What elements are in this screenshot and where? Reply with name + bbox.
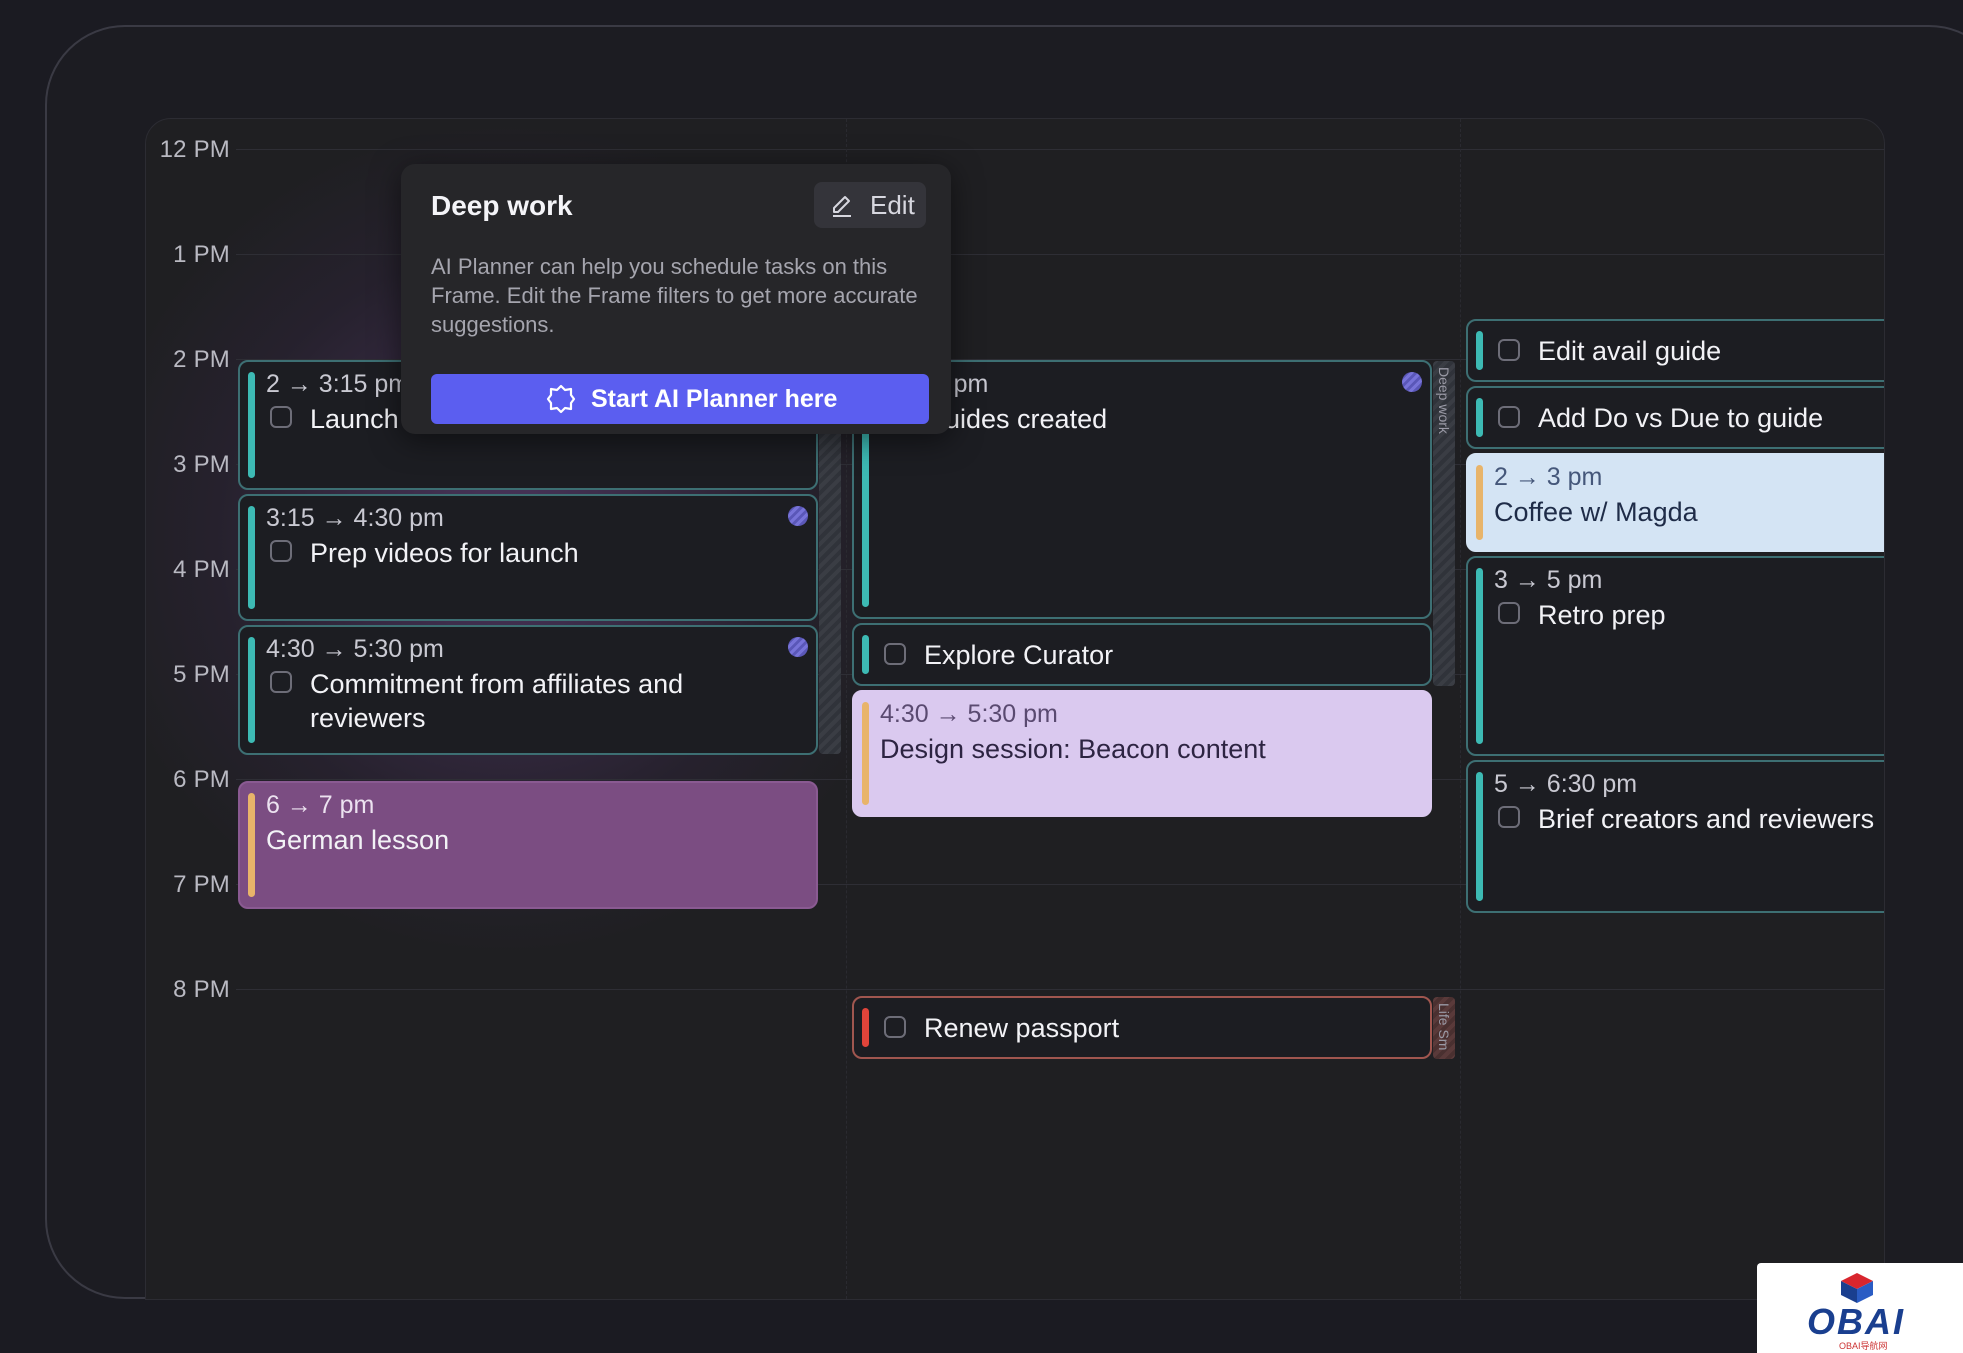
event-color-bar [1476, 331, 1483, 370]
task-checkbox[interactable] [884, 1015, 906, 1038]
event-time: 2 → 3:15 pm [266, 370, 410, 398]
event-time: 3 → 5 pm [1494, 566, 1603, 594]
pencil-icon [830, 192, 854, 225]
event-color-bar [248, 637, 255, 743]
ai-orb-icon [788, 637, 808, 657]
event-prep-videos[interactable]: 3:15 → 4:30 pm Prep videos for launch [238, 494, 818, 621]
watermark-logo: OBAI OBAI导航网 [1757, 1263, 1963, 1353]
event-title: Retro prep [1538, 600, 1666, 630]
hour-line [236, 149, 1884, 150]
deep-work-popover: Deep work Edit AI Planner can help you s… [401, 164, 951, 434]
frame-tag-life[interactable]: Life Sm [1433, 997, 1455, 1059]
event-color-bar [1476, 568, 1483, 744]
task-checkbox[interactable] [1498, 338, 1520, 361]
event-title: Coffee w/ Magda [1494, 497, 1698, 527]
ai-orb-icon [788, 506, 808, 526]
event-title: German lesson [266, 825, 450, 855]
hour-line [236, 884, 1884, 885]
event-explore-curator[interactable]: Explore Curator [852, 623, 1432, 686]
watermark-sub: OBAI导航网 [1839, 1341, 1888, 1351]
hour-line [236, 359, 1884, 360]
task-checkbox[interactable] [270, 406, 292, 428]
event-time: 4:30 → 5:30 pm [266, 635, 444, 663]
time-label: 8 PM [173, 976, 230, 1003]
event-title: Explore Curator [924, 639, 1114, 670]
hour-line [236, 254, 1884, 255]
time-label: 7 PM [173, 871, 230, 898]
event-color-bar [862, 702, 869, 805]
hour-line [236, 989, 1884, 990]
event-title: Renew passport [924, 1012, 1120, 1043]
event-color-bar [248, 506, 255, 609]
watermark-brand: OBAI [1807, 1301, 1905, 1342]
task-checkbox[interactable] [270, 671, 292, 693]
frame-tag-label: Deep work [1436, 367, 1452, 434]
event-title: Brief creators and reviewers [1538, 804, 1874, 834]
event-retro-prep[interactable]: 3 → 5 pm Retro prep [1466, 556, 1884, 756]
column-divider [1460, 119, 1461, 1299]
event-color-bar [862, 372, 869, 607]
task-checkbox[interactable] [1498, 602, 1520, 624]
cta-label: Start AI Planner here [591, 385, 838, 413]
frame-tag-deep-work[interactable]: Deep work [1433, 361, 1455, 686]
task-checkbox[interactable] [1498, 405, 1520, 428]
ai-planner-icon [546, 384, 576, 421]
event-coffee-magda[interactable]: 2 → 3 pm Coffee w/ Magda [1466, 453, 1884, 552]
popover-title: Deep work [431, 190, 573, 221]
frame-tag-label: Life Sm [1436, 1003, 1452, 1051]
event-color-bar [1476, 398, 1483, 437]
edit-label: Edit [870, 190, 915, 220]
event-time: 4:30 → 5:30 pm [880, 700, 1058, 728]
event-commitment[interactable]: 4:30 → 5:30 pm Commitment from affiliate… [238, 625, 818, 755]
event-color-bar [248, 793, 255, 897]
event-title: Commitment from affiliates and reviewers [310, 669, 684, 733]
event-title: Design session: Beacon content [880, 734, 1266, 764]
event-renew-passport[interactable]: Renew passport [852, 996, 1432, 1059]
event-color-bar [862, 635, 869, 674]
event-do-vs-due[interactable]: Add Do vs Due to guide [1466, 386, 1884, 449]
logo-cube-icon [1841, 1273, 1873, 1303]
task-checkbox[interactable] [1498, 806, 1520, 828]
event-time: 3:15 → 4:30 pm [266, 504, 444, 532]
event-design-session[interactable]: 4:30 → 5:30 pm Design session: Beacon co… [852, 690, 1432, 817]
event-german-lesson[interactable]: 6 → 7 pm German lesson [238, 781, 818, 909]
event-brief-creators[interactable]: 5 → 6:30 pm Brief creators and reviewers [1466, 760, 1884, 913]
time-label: 2 PM [173, 346, 230, 373]
event-edit-avail-guide[interactable]: Edit avail guide [1466, 319, 1884, 382]
task-checkbox[interactable] [270, 540, 292, 562]
event-color-bar [1476, 465, 1483, 540]
task-checkbox[interactable] [884, 642, 906, 665]
event-title: Edit avail guide [1538, 335, 1722, 366]
time-label: 4 PM [173, 556, 230, 583]
time-label: 3 PM [173, 451, 230, 478]
time-label: 6 PM [173, 766, 230, 793]
event-title: Add Do vs Due to guide [1538, 402, 1824, 433]
event-color-bar [1476, 772, 1483, 901]
event-color-bar [862, 1008, 869, 1047]
calendar-view[interactable]: 12 PM 1 PM 2 PM 3 PM 4 PM 5 PM 6 PM 7 PM… [145, 118, 1885, 1300]
column-divider [846, 119, 847, 1299]
event-time: 6 → 7 pm [266, 791, 375, 819]
time-label: 1 PM [173, 241, 230, 268]
edit-button[interactable]: Edit [814, 182, 926, 228]
start-ai-planner-button[interactable]: Start AI Planner here [431, 374, 929, 424]
ai-orb-icon [1402, 372, 1422, 392]
event-color-bar [248, 372, 255, 478]
event-time: 5 → 6:30 pm [1494, 770, 1638, 798]
time-label: 5 PM [173, 661, 230, 688]
event-title: Guides created [924, 404, 1108, 434]
event-time: 2 → 3 pm [1494, 463, 1603, 491]
time-label: 12 PM [159, 136, 230, 163]
event-title: Prep videos for launch [310, 538, 579, 568]
popover-description: AI Planner can help you schedule tasks o… [431, 254, 918, 337]
